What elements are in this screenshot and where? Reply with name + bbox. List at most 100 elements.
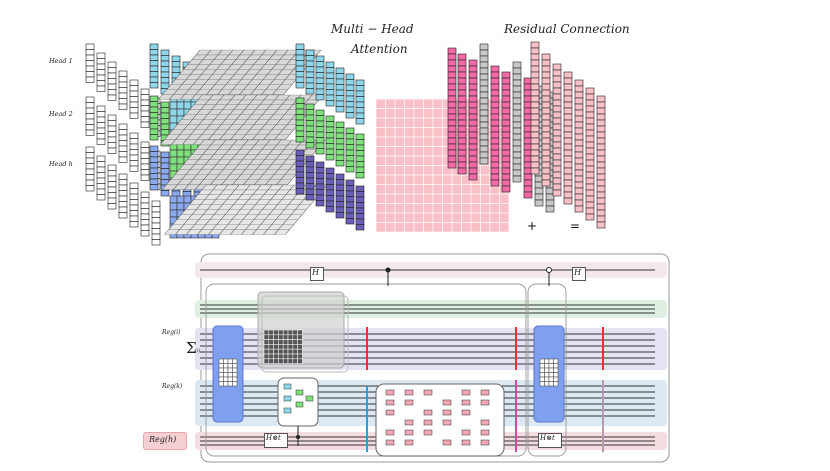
concat-output-grid (413, 203, 424, 214)
residual-sum-column (585, 99, 595, 107)
attention-module-grid (282, 334, 289, 340)
head-output-column (325, 195, 335, 202)
oracle-grid-left (227, 372, 233, 378)
concat-output-grid (394, 155, 405, 166)
head-projection-column (149, 156, 159, 163)
concat-output-grid (423, 127, 434, 138)
input-embedding-column (85, 179, 95, 186)
residual-sum-column (596, 155, 606, 163)
head-output-column (345, 84, 355, 91)
input-embedding-column (96, 172, 106, 179)
attention-module-grid (297, 353, 303, 360)
head-projection-column (149, 101, 159, 108)
head-output-column (305, 194, 315, 201)
input-embedding-column (140, 99, 150, 106)
residual-sum-column (552, 189, 562, 197)
concat-output-grid (394, 222, 405, 233)
oracle-grid-left (218, 381, 224, 387)
input-embedding-column (107, 197, 117, 204)
head-2-weight-grid (169, 163, 178, 172)
input-embedding-column (96, 116, 106, 123)
head-output-column (315, 167, 325, 174)
residual-sum-column (530, 41, 540, 49)
input-embedding-column (129, 221, 139, 228)
mha-title-line2: Attention (351, 42, 408, 56)
residual-input-column (490, 107, 500, 115)
input-embedding-column (151, 222, 161, 229)
input-embedding-column (118, 87, 128, 94)
residual-sum-column (596, 95, 606, 103)
h-gate-right[interactable] (572, 267, 586, 281)
head-output-column (345, 190, 355, 197)
residual-input-column (468, 155, 478, 163)
head-projection-column (149, 123, 159, 130)
residual-sum-column (574, 85, 584, 93)
concat-output-grid (385, 165, 396, 176)
residual-input-column (501, 173, 511, 181)
head-output-column (295, 149, 305, 156)
attention-module-grid (273, 344, 279, 350)
input-embedding-column (85, 43, 95, 50)
attention-module-grid (263, 334, 270, 340)
concat-output-grid (432, 193, 443, 204)
residual-sum-column (541, 71, 551, 79)
head-output-column (335, 160, 345, 167)
concat-output-grid (442, 222, 453, 233)
subcircuit-pink-gate (404, 399, 414, 406)
head-output-column (315, 61, 325, 68)
head-output-column (295, 177, 305, 184)
input-embedding-column (118, 76, 128, 83)
input-embedding-column (140, 208, 150, 215)
input-embedding-column (96, 183, 106, 190)
head-output-column (295, 160, 305, 167)
input-embedding-column (107, 120, 117, 127)
concat-output-grid (413, 117, 424, 128)
residual-input-column (501, 185, 511, 193)
concat-output-grid (375, 203, 386, 214)
subcircuit-pink-gate (480, 419, 490, 426)
head-output-column (335, 212, 345, 219)
residual-sum-column (563, 137, 573, 145)
head-output-column (305, 166, 315, 173)
residual-sum-column (574, 109, 584, 117)
residual-input-column (490, 167, 500, 175)
residual-input-column (457, 119, 467, 127)
residual-input-column (457, 83, 467, 91)
head-h-label: Head h (49, 160, 73, 168)
residual-input-column (447, 155, 457, 163)
h-tensor-gate-right[interactable] (538, 433, 562, 448)
concat-output-grid (480, 193, 491, 204)
residual-title: Residual Connection (504, 22, 630, 36)
residual-input-column (501, 125, 511, 133)
attention-module-grid (278, 339, 284, 345)
residual-input-column (501, 155, 511, 163)
concat-output-grid (375, 212, 386, 223)
residual-sum-column (596, 197, 606, 205)
residual-input-column (479, 115, 489, 123)
h-tensor-gate-left[interactable] (264, 433, 288, 448)
input-embedding-column (129, 90, 139, 97)
input-embedding-column (118, 103, 128, 110)
head-output-column (355, 207, 365, 214)
residual-sum-column (541, 89, 551, 97)
concat-output-grid (499, 222, 510, 233)
concat-output-grid (404, 222, 415, 233)
head-output-column (335, 184, 345, 191)
head-output-column (335, 201, 345, 208)
residual-input-column (457, 59, 467, 67)
residual-input-column (447, 47, 457, 55)
oracle-grid-right (553, 376, 559, 382)
residual-sum-column (585, 135, 595, 143)
concat-output-grid (404, 184, 415, 195)
residual-sum-column (541, 107, 551, 115)
concat-output-grid (423, 155, 434, 166)
input-embedding-column (151, 233, 161, 240)
subcircuit-pink-gate (480, 429, 490, 436)
head-output-column (345, 201, 355, 208)
input-embedding-column (140, 191, 150, 198)
residual-sum-column (530, 119, 540, 127)
residual-input-column (512, 79, 522, 87)
h-gate-top[interactable] (310, 267, 324, 281)
residual-input-column (501, 137, 511, 145)
head-projection-column (149, 151, 159, 158)
